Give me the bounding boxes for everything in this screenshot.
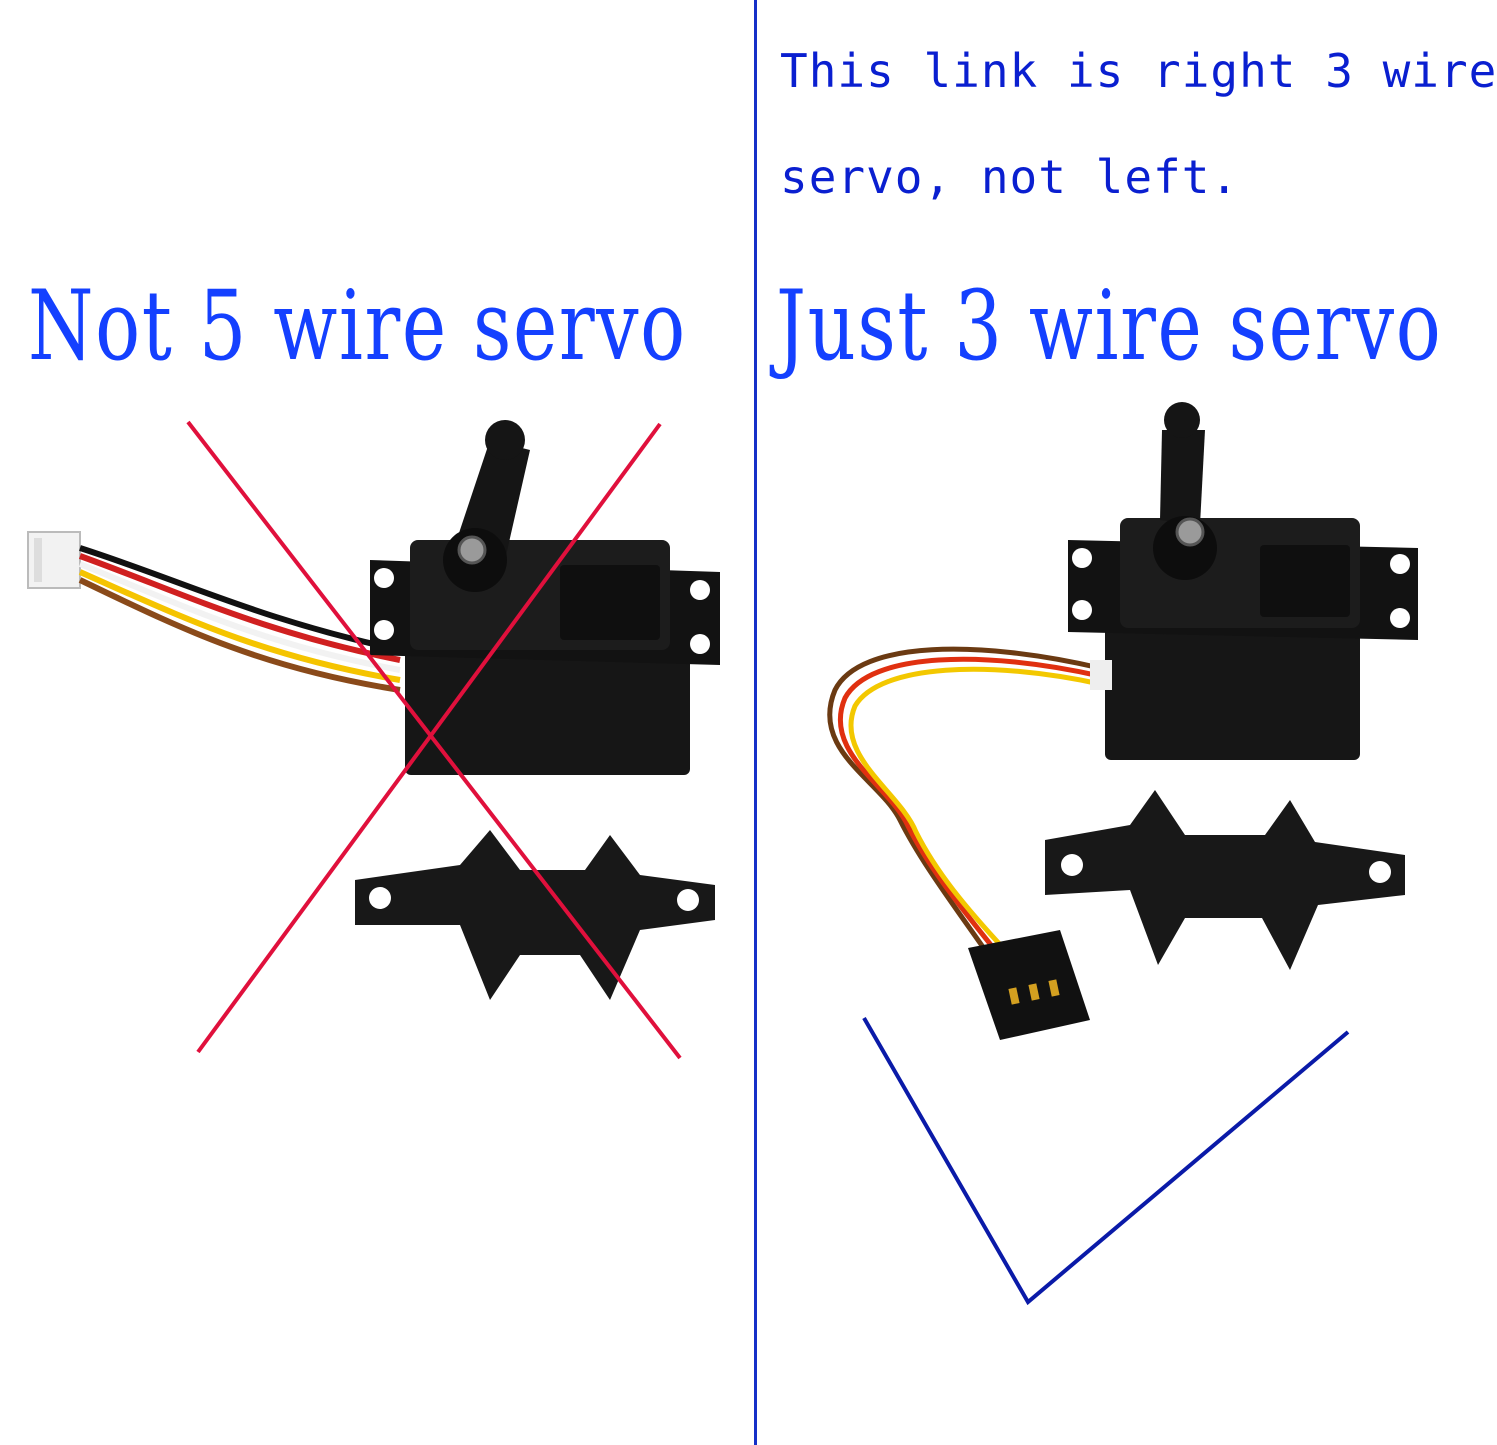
servo-arm: [1160, 430, 1205, 525]
red-cross-icon: [186, 420, 682, 1060]
bracket-hole: [1061, 854, 1083, 876]
note-line-1: This link is right 3 wire: [780, 44, 1497, 98]
servo-housing-lower: [1105, 620, 1360, 760]
screw-head: [1175, 517, 1205, 547]
five-wire-bundle: [78, 545, 401, 693]
servo-mount-bracket: [355, 830, 715, 1000]
servo-arm-knob: [485, 420, 525, 460]
wire-grommet: [1090, 660, 1112, 690]
flange-hole: [1072, 600, 1092, 620]
blue-check-icon: [862, 1016, 1350, 1306]
servo-mount-bracket: [1045, 790, 1405, 970]
product-photo-scene: [27, 402, 1418, 1306]
servo-top-plate: [1260, 545, 1350, 617]
three-wire-servo: [827, 402, 1418, 1040]
flange-hole: [690, 580, 710, 600]
three-wire-bundle: [827, 646, 1101, 952]
right-heading: Just 3 wire servo: [776, 270, 1443, 382]
flange-hole: [374, 620, 394, 640]
note-line-2: servo, not left.: [780, 150, 1240, 204]
screw-head: [457, 535, 487, 565]
servo-top-plate: [560, 565, 660, 640]
bracket-hole: [369, 887, 391, 909]
five-wire-servo: [27, 420, 720, 1000]
flange-hole: [1390, 608, 1410, 628]
flange-hole: [1390, 554, 1410, 574]
connector-pin-slot: [34, 538, 42, 582]
servo-arm-knob: [1164, 402, 1200, 438]
flange-hole: [1072, 548, 1092, 568]
flange-hole: [374, 568, 394, 588]
panel-divider: [754, 0, 757, 1445]
bracket-hole: [677, 889, 699, 911]
flange-hole: [690, 634, 710, 654]
bracket-hole: [1369, 861, 1391, 883]
three-pin-plug: [968, 930, 1090, 1040]
left-heading: Not 5 wire servo: [28, 270, 687, 382]
